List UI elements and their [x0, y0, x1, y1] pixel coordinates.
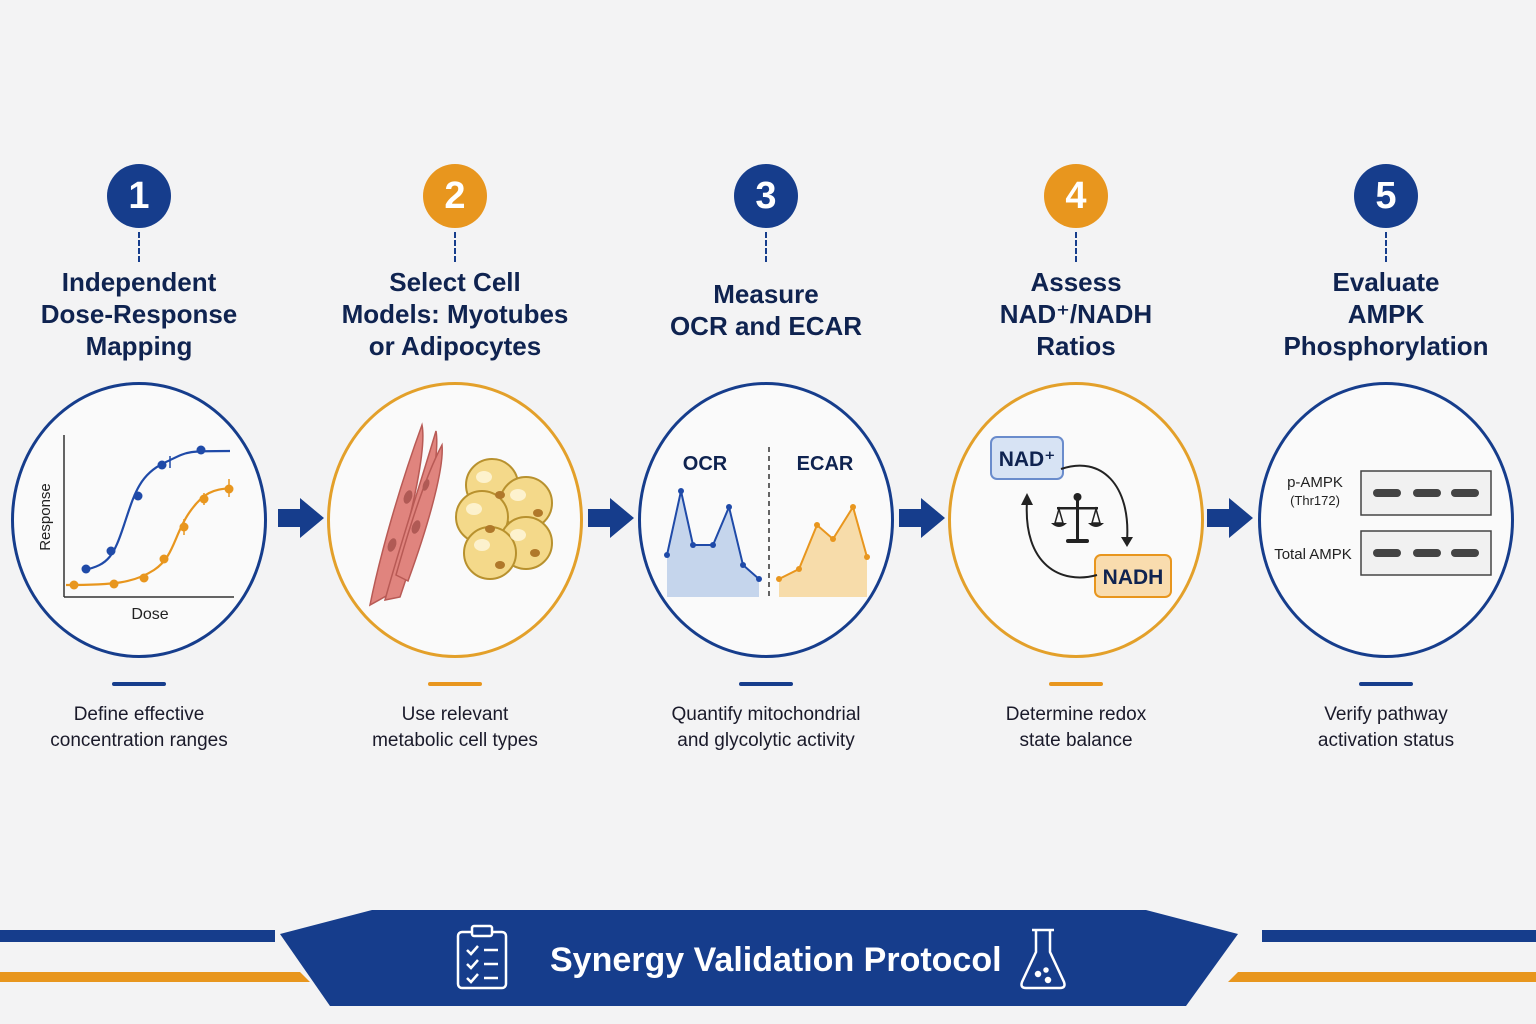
nad-nadh-illustration: NAD⁺ NADH: [990, 436, 1172, 598]
step-title: Select Cell Models: Myotubes or Adipocyt…: [341, 267, 569, 361]
step-2: 2 Select Cell Models: Myotubes or Adipoc…: [305, 0, 605, 780]
orange-data-point: [69, 580, 79, 590]
ecar-label: ECAR: [797, 453, 854, 475]
western-blot-circle: p-AMPK (Thr172) Total AMPK: [1258, 382, 1514, 658]
flask-icon: [1020, 928, 1066, 990]
blue-data-point: [106, 546, 116, 556]
accent-underline: [739, 682, 793, 686]
blue-curve: [83, 449, 231, 572]
orange-data-point: [139, 573, 149, 583]
nad-ratio-circle: NAD⁺ NADH: [948, 382, 1204, 658]
step-4: 4 Assess NAD⁺/NADH Ratios NAD⁺ NADH: [926, 0, 1226, 780]
nadh-label: NADH: [1103, 566, 1164, 589]
connector-dash: [765, 232, 767, 262]
blue-data-point: [133, 491, 143, 501]
banner-title: Synergy Validation Protocol: [550, 941, 1002, 979]
total-ampk-label: Total AMPK: [1274, 546, 1352, 563]
step-number-badge: 1: [107, 164, 171, 228]
step-description: Determine redox state balance: [1005, 704, 1147, 751]
step-description: Use relevant metabolic cell types: [372, 704, 538, 751]
connector-dash: [138, 232, 140, 262]
cell-models-illustration: [368, 422, 553, 607]
blue-data-point: [81, 564, 91, 574]
connector-dash: [1075, 232, 1077, 262]
cell-models-circle: [327, 382, 583, 658]
step-3: 3 Measure OCR and ECAR OCR ECAR Quantify…: [616, 0, 916, 780]
step-1: 1 Independent Dose-Response Mapping Resp…: [0, 0, 289, 780]
ocr-ecar-graph: OCR ECAR: [664, 447, 870, 597]
band: [1451, 549, 1479, 557]
cycle-arrow-top: [1060, 464, 1129, 542]
step-number-badge: 5: [1354, 164, 1418, 228]
arrow-right-icon: [899, 498, 945, 538]
band: [1373, 549, 1401, 557]
orange-data-point: [159, 554, 169, 564]
nad-box: [990, 436, 1064, 480]
myotube-fibers-icon: [368, 422, 443, 607]
ecar-area: [779, 507, 867, 597]
step-5: 5 Evaluate AMPK Phosphorylation p-AMPK (…: [1236, 0, 1536, 780]
clipboard-icon: [456, 924, 508, 990]
thr172-label: (Thr172): [1290, 493, 1340, 508]
band: [1373, 489, 1401, 497]
step-description: Verify pathway activation status: [1317, 704, 1455, 751]
step-number-badge: 4: [1044, 164, 1108, 228]
dose-response-graph: Response Dose: [37, 435, 234, 623]
orange-data-point: [109, 579, 119, 589]
arrow-right-icon: [588, 498, 634, 538]
step-title: Measure OCR and ECAR: [669, 279, 863, 341]
ocr-label: OCR: [683, 453, 728, 475]
step-title: Independent Dose-Response Mapping: [40, 267, 238, 361]
step-title: Evaluate AMPK Phosphorylation: [1283, 267, 1489, 361]
title-banner: [0, 910, 1536, 1006]
step-number-badge: 2: [423, 164, 487, 228]
dose-response-graph-circle: Response Dose: [11, 382, 267, 658]
accent-underline: [428, 682, 482, 686]
arrow-right-icon: [278, 498, 324, 538]
band: [1413, 549, 1441, 557]
arrow-right-icon: [1207, 498, 1253, 538]
p-ampk-label: p-AMPK: [1287, 474, 1343, 491]
connector-dash: [1385, 232, 1387, 262]
y-axis-label: Response: [37, 483, 54, 551]
blue-data-point: [196, 445, 206, 455]
band: [1451, 489, 1479, 497]
step-title: Assess NAD⁺/NADH Ratios: [999, 267, 1153, 361]
western-blot-illustration: p-AMPK (Thr172) Total AMPK: [1274, 470, 1492, 576]
accent-underline: [1359, 682, 1413, 686]
connector-dash: [454, 232, 456, 262]
cycle-arrow-bottom: [1025, 500, 1098, 579]
ocr-area: [667, 491, 759, 597]
adipocyte-cells-icon: [455, 458, 553, 580]
step-number-badge: 3: [734, 164, 798, 228]
ecar-line: [778, 504, 868, 580]
step-description: Quantify mitochondrial and glycolytic ac…: [671, 704, 861, 751]
step-description: Define effective concentration ranges: [50, 704, 228, 751]
blue-data-point: [157, 460, 167, 470]
accent-underline: [1049, 682, 1103, 686]
x-axis-label: Dose: [131, 606, 168, 623]
ocr-ecar-graph-circle: OCR ECAR: [638, 382, 894, 658]
band: [1413, 489, 1441, 497]
accent-underline: [112, 682, 166, 686]
balance-scale-icon: [1051, 493, 1104, 543]
nad-label: NAD⁺: [999, 448, 1056, 471]
